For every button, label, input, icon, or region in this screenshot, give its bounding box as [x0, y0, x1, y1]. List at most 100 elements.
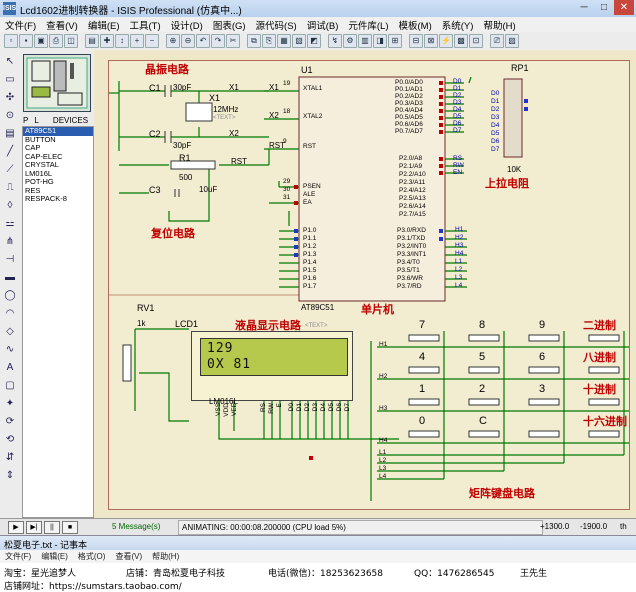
step-button[interactable]: ▶| [26, 521, 42, 534]
keypad-key[interactable]: 2 [479, 383, 486, 395]
device-item[interactable]: RESPACK-8 [25, 194, 67, 203]
mode-tool-icon-19[interactable]: ✦ [5, 398, 15, 409]
toolbar-icon-20[interactable]: ↯ [328, 34, 342, 48]
toolbar-icon-29[interactable]: ⊡ [469, 34, 483, 48]
notepad-menu-item[interactable]: 帮助(H) [152, 552, 180, 561]
mode-tool-icon-0[interactable]: ↖ [5, 56, 15, 67]
toolbar-icon-15[interactable]: ⧉ [247, 34, 261, 48]
toolbar-icon-6[interactable]: ✚ [100, 34, 114, 48]
pause-button[interactable]: || [44, 521, 60, 534]
maximize-icon[interactable]: □ [600, 2, 608, 13]
device-item[interactable]: CAP [25, 143, 41, 152]
notepad-menu-item[interactable]: 查看(V) [115, 552, 143, 561]
close-icon[interactable]: ✕ [614, 0, 634, 15]
toolbar-icon-13[interactable]: ↷ [211, 34, 225, 48]
mode-tool-icon-9[interactable]: ⚍ [5, 218, 15, 229]
toolbar-icon-22[interactable]: ▥ [358, 34, 372, 48]
mode-tool-icon-1[interactable]: ▭ [5, 74, 15, 85]
device-item[interactable]: POT-HG [25, 177, 54, 186]
notepad-content[interactable]: 淘宝：星光追梦人 店铺：青岛松夏电子科技 电话(微信)：18253623658 … [0, 563, 636, 592]
menu-item-1[interactable]: 查看(V) [46, 21, 78, 32]
mode-tool-icon-4[interactable]: ▤ [5, 128, 15, 139]
toolbar-icon-7[interactable]: ↕ [115, 34, 129, 48]
toolbar-icon-24[interactable]: ⊞ [388, 34, 402, 48]
toolbar-icon-12[interactable]: ↶ [196, 34, 210, 48]
schematic-sheet[interactable]: 晶振电路 C1 30pF C2 30pF X1 12MHz <TEXT> X1 … [108, 60, 630, 510]
toolbar-icon-25[interactable]: ⊟ [409, 34, 423, 48]
toolbar-icon-1[interactable]: ▪ [19, 34, 33, 48]
mode-tool-icon-12[interactable]: ▬ [5, 272, 15, 283]
menu-item-0[interactable]: 文件(F) [5, 21, 37, 32]
mode-tool-icon-21[interactable]: ⟲ [5, 434, 15, 445]
toolbar-icon-3[interactable]: ⎙ [49, 34, 63, 48]
keypad-key[interactable]: 0 [419, 415, 426, 427]
notepad-menu-item[interactable]: 编辑(E) [41, 552, 68, 561]
menu-item-4[interactable]: 设计(D) [170, 21, 203, 32]
keypad-key[interactable]: 3 [539, 383, 546, 395]
mode-tool-icon-2[interactable]: ✣ [5, 92, 15, 103]
menu-item-10[interactable]: 系统(Y) [441, 21, 474, 32]
toolbar-icon-4[interactable]: ◫ [64, 34, 78, 48]
mode-key-label[interactable]: 八进制 [583, 351, 616, 364]
keypad-key[interactable]: 7 [419, 319, 426, 331]
device-item[interactable]: AT89C51 [23, 126, 93, 136]
device-item[interactable]: BUTTON [25, 134, 56, 144]
device-item[interactable]: RES [25, 185, 41, 195]
toolbar-icon-23[interactable]: ◨ [373, 34, 387, 48]
toolbar-icon-26[interactable]: ⊠ [424, 34, 438, 48]
toolbar-icon-14[interactable]: ✂ [226, 34, 240, 48]
mode-tool-icon-13[interactable]: ◯ [4, 290, 16, 301]
mode-tool-icon-23[interactable]: ⇕ [5, 470, 15, 481]
keypad-key[interactable]: 1 [419, 383, 426, 395]
toolbar-icon-27[interactable]: ⚡ [439, 34, 453, 48]
menu-item-6[interactable]: 源代码(S) [255, 21, 297, 32]
toolbar-icon-10[interactable]: ⊕ [166, 34, 180, 48]
toolbar-icon-30[interactable]: ⎚ [490, 34, 504, 48]
toolbar-icon-28[interactable]: ▩ [454, 34, 468, 48]
toolbar-icon-21[interactable]: ⚙ [343, 34, 357, 48]
menu-item-9[interactable]: 模板(M) [398, 21, 432, 32]
toolbar-icon-19[interactable]: ◩ [307, 34, 321, 48]
menu-item-11[interactable]: 帮助(H) [483, 21, 516, 32]
toolbar-icon-31[interactable]: ▨ [505, 34, 519, 48]
toolbar-icon-11[interactable]: ⊖ [181, 34, 195, 48]
toolbar-icon-16[interactable]: ⎘ [262, 34, 276, 48]
mode-tool-icon-10[interactable]: ⋔ [5, 236, 15, 247]
mode-tool-icon-11[interactable]: ⊣ [5, 254, 15, 265]
tab-library[interactable]: L [34, 116, 39, 125]
mode-tool-icon-18[interactable]: ▢ [5, 380, 15, 391]
mode-tool-icon-5[interactable]: ╱ [6, 146, 14, 157]
toolbar-icon-17[interactable]: ▦ [277, 34, 291, 48]
mode-tool-icon-20[interactable]: ⟳ [5, 416, 15, 427]
tab-pick[interactable]: P [23, 116, 29, 125]
toolbar-icon-18[interactable]: ▧ [292, 34, 306, 48]
mode-tool-icon-22[interactable]: ⇵ [5, 452, 15, 463]
notepad-menu-item[interactable]: 格式(O) [77, 552, 106, 561]
device-item[interactable]: CRYSTAL [25, 160, 59, 169]
toolbar-icon-5[interactable]: ▤ [85, 34, 99, 48]
mode-tool-icon-6[interactable]: ⟋ [6, 164, 14, 175]
play-button[interactable]: ▶ [8, 521, 24, 534]
keypad-key[interactable]: 9 [539, 319, 546, 331]
mode-tool-icon-7[interactable]: ⎍ [6, 182, 14, 193]
mode-key-label[interactable]: 二进制 [583, 319, 616, 332]
mode-tool-icon-3[interactable]: ⊙ [5, 110, 15, 121]
keypad-key[interactable]: 8 [479, 319, 486, 331]
keypad-key[interactable]: 5 [479, 351, 486, 363]
keypad-key[interactable]: 4 [419, 351, 426, 363]
mode-tool-icon-17[interactable]: A [6, 362, 14, 373]
overview-window[interactable] [23, 54, 91, 112]
toolbar-icon-0[interactable]: ▫ [4, 34, 18, 48]
keypad-key[interactable]: 6 [539, 351, 546, 363]
menu-item-5[interactable]: 图表(G) [212, 21, 246, 32]
device-item[interactable]: CAP-ELEC [25, 151, 63, 161]
mode-key-label[interactable]: 十进制 [583, 383, 616, 396]
menu-item-7[interactable]: 调试(B) [306, 21, 339, 32]
menu-item-3[interactable]: 工具(T) [129, 21, 161, 32]
mode-tool-icon-15[interactable]: ◇ [6, 326, 14, 337]
menu-item-8[interactable]: 元件库(L) [348, 21, 389, 32]
minimize-icon[interactable]: ─ [580, 2, 588, 13]
stop-button[interactable]: ■ [62, 521, 78, 534]
toolbar-icon-9[interactable]: − [145, 34, 159, 48]
mode-key-label[interactable]: 十六进制 [583, 415, 627, 428]
